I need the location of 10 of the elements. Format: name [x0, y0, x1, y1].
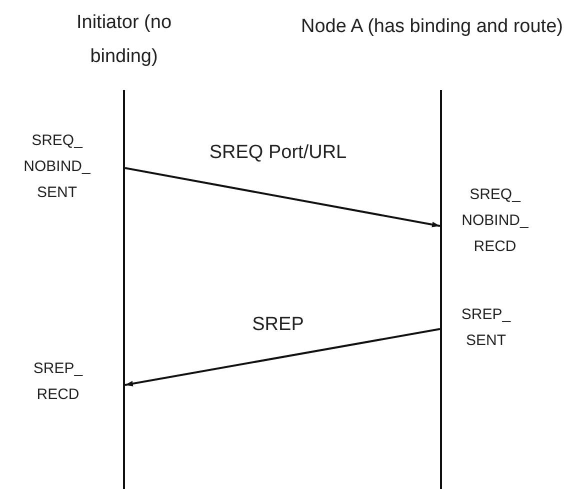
message-arrow	[124, 167, 440, 228]
participant-label: Node A (has binding and route)	[300, 15, 564, 39]
state-label: SREP_ SENT	[461, 305, 511, 351]
state-label: SREQ_ NOBIND_ RECD	[462, 185, 528, 257]
state-label: SREQ_ NOBIND_ SENT	[24, 131, 90, 203]
message-arrow	[124, 328, 440, 386]
participant-label: Initiator (no binding)	[75, 11, 173, 69]
lifeline	[440, 90, 442, 489]
state-label: SREP_ RECD	[33, 359, 83, 405]
lifeline	[123, 90, 125, 489]
